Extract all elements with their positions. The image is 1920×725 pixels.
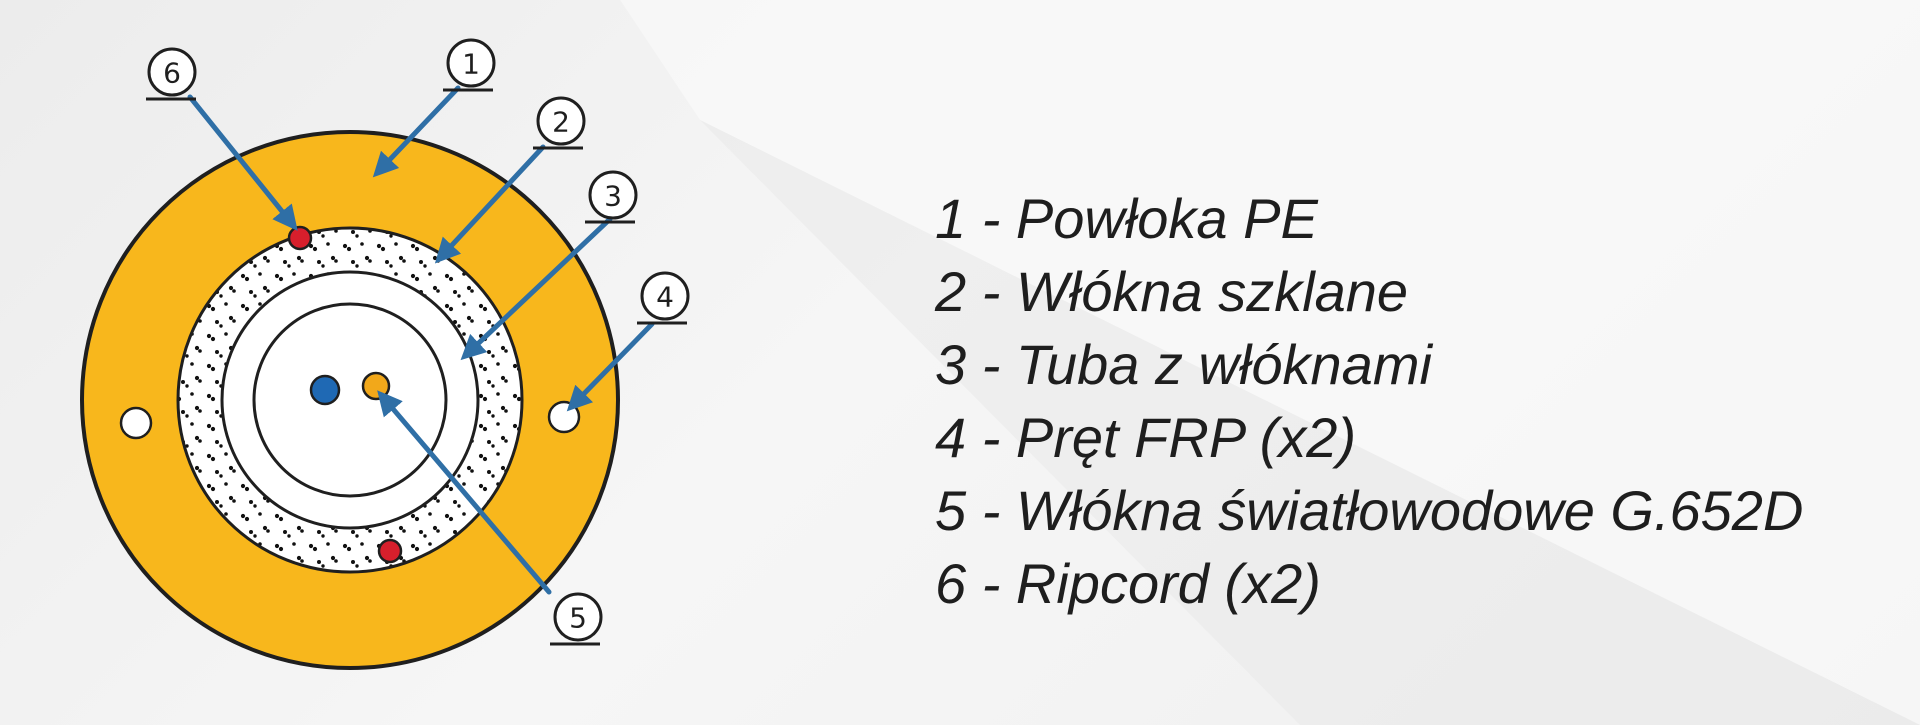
legend-item-ripcord: 6 - Ripcord (x2) [935, 552, 1321, 615]
arrow-5 [377, 390, 552, 595]
callout-5: 5 [550, 592, 603, 646]
callout-3-number: 3 [604, 180, 622, 213]
fiber-yellow [361, 371, 391, 401]
legend-item-glass-yarn: 2 - Włókna szklane [935, 260, 1409, 323]
legend-item-optical-fibers: 5 - Włókna światłowodowe G.652D [935, 479, 1804, 542]
arrow-4 [566, 321, 655, 412]
arrow-3 [460, 216, 613, 361]
legend-item-frp-rod: 4 - Pręt FRP (x2) [935, 406, 1357, 469]
callout-6-number: 6 [163, 57, 181, 90]
callout-5-number: 5 [569, 602, 587, 635]
frp-rod-left [119, 406, 153, 440]
callout-2-number: 2 [552, 106, 570, 139]
fiber-tube-inner [252, 302, 448, 498]
ripcord-top [287, 225, 313, 251]
callout-6: 6 [146, 47, 197, 101]
callout-3: 3 [585, 170, 638, 224]
arrow-2 [434, 144, 546, 264]
ripcord-bottom [377, 538, 403, 564]
callout-1: 1 [443, 38, 496, 92]
callout-1-number: 1 [462, 48, 480, 81]
callout-4: 4 [637, 271, 690, 325]
arrow-1 [372, 85, 461, 178]
legend-list: 1 - Powłoka PE 2 - Włókna szklane 3 - Tu… [935, 182, 1803, 620]
fiber-blue [309, 374, 341, 406]
callout-2: 2 [533, 96, 586, 150]
legend-item-pe-jacket: 1 - Powłoka PE [935, 187, 1318, 250]
arrow-6 [187, 94, 298, 231]
legend-item-fiber-tube: 3 - Tuba z włóknami [935, 333, 1432, 396]
callout-4-number: 4 [656, 281, 674, 314]
